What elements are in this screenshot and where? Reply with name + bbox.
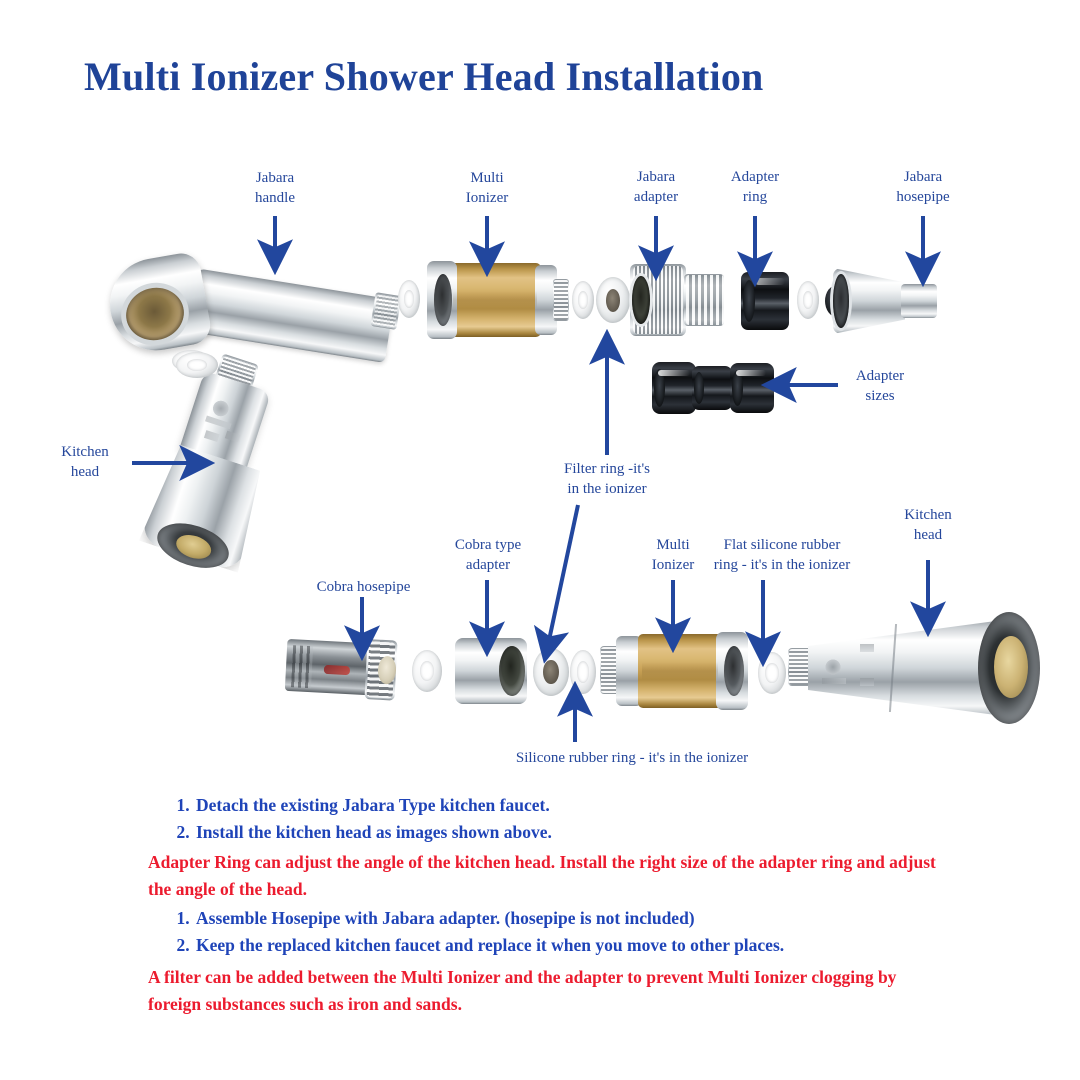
part-cobra-washer	[412, 650, 442, 692]
label-multi-ionizer-bottom: Multi Ionizer	[651, 537, 695, 574]
step-item: Detach the existing Jabara Type kitchen …	[194, 792, 938, 819]
label-multi-ionizer-top: Multi Ionizer	[465, 170, 509, 207]
part-cobra-type-adapter	[455, 638, 531, 704]
brand-logo-right	[824, 658, 842, 676]
part-handle-washer	[398, 280, 420, 318]
steps-group-one: Detach the existing Jabara Type kitchen …	[148, 792, 938, 847]
label-jabara-hosepipe: Jabara hosepipe	[896, 169, 950, 206]
part-filter-ring-top	[596, 277, 630, 323]
part-kitchen-head-left	[128, 345, 377, 613]
label-jabara-adapter: Jabara adapter	[633, 169, 679, 206]
label-kitchen-head-left: Kitchen head	[61, 444, 109, 481]
part-multi-ionizer-top	[425, 261, 570, 339]
part-jabara-adapter	[630, 264, 738, 336]
part-cobra-hosepipe	[284, 635, 407, 703]
instructions-block: Detach the existing Jabara Type kitchen …	[148, 792, 938, 1020]
label-cobra-type-adapter: Cobra type adapter	[454, 537, 522, 574]
label-cobra-hosepipe: Cobra hosepipe	[316, 579, 411, 595]
arrow-filter-ring-down	[533, 504, 580, 664]
part-flat-silicone-rubber-ring	[758, 652, 786, 694]
part-kitchen-head-right	[788, 598, 1050, 734]
label-adapter-ring: Adapter ring	[730, 169, 780, 206]
label-filter-ring: Filter ring -it's in the ionizer	[563, 461, 651, 498]
label-flat-silicone-rubber-ring: Flat silicone rubber ring - it's in the …	[713, 537, 851, 574]
label-adapter-sizes: Adapter sizes	[855, 368, 905, 405]
part-multi-ionizer-bottom	[600, 632, 760, 712]
part-silicone-rubber-ring-bottom	[570, 650, 596, 694]
part-jabara-handle	[102, 250, 404, 363]
steps-group-two: Assemble Hosepipe with Jabara adapter. (…	[148, 905, 938, 960]
label-silicone-rubber-ring: Silicone rubber ring - it's in the ioniz…	[515, 750, 749, 766]
part-silicone-ring-top	[572, 281, 594, 319]
step-item: Install the kitchen head as images shown…	[194, 819, 938, 846]
part-jabara-hosepipe	[833, 268, 941, 334]
part-filter-ring-bottom	[533, 648, 569, 696]
note-adapter-ring: Adapter Ring can adjust the angle of the…	[148, 851, 936, 899]
part-kitchen-head-washer	[176, 352, 218, 378]
part-washer-white-top	[797, 281, 819, 319]
note-filter: A filter can be added between the Multi …	[148, 966, 897, 1015]
part-adapter-ring	[741, 272, 789, 330]
label-jabara-handle: Jabara handle	[255, 170, 295, 207]
step-item: Keep the replaced kitchen faucet and rep…	[194, 932, 938, 959]
label-kitchen-head-right: Kitchen head	[904, 507, 952, 544]
step-item: Assemble Hosepipe with Jabara adapter. (…	[194, 905, 938, 932]
part-adapter-sizes	[652, 362, 782, 414]
page-title: Multi Ionizer Shower Head Installation	[84, 54, 764, 99]
